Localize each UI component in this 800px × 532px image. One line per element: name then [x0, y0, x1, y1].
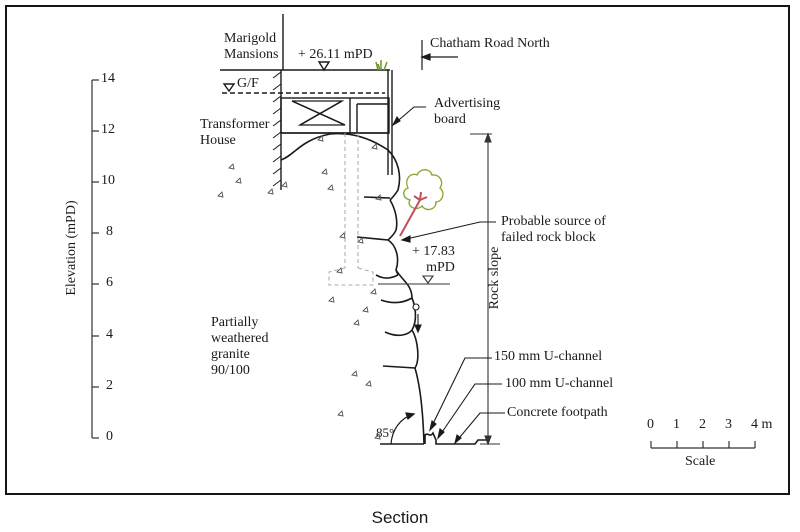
foundation-outline — [328, 133, 374, 286]
transformer-house — [272, 70, 393, 190]
level-marker-icon — [317, 61, 331, 72]
ground-surface — [220, 14, 390, 94]
tick-label: 6 — [106, 275, 113, 290]
channel-leaders — [429, 357, 505, 445]
mid-level — [378, 275, 450, 285]
tick-label: 8 — [106, 224, 113, 239]
source-leader — [400, 221, 496, 243]
tick-label: 12 — [101, 122, 115, 137]
grass-icon — [375, 60, 388, 71]
label-probable-source: Probable source of failed rock block — [501, 214, 606, 246]
label-granite: Partially weathered granite 90/100 — [211, 315, 269, 379]
rock-face — [280, 132, 490, 445]
road-arrow — [420, 40, 458, 70]
label-line: weathered — [211, 331, 269, 346]
scale-tick-label: 4 m — [751, 417, 773, 432]
label-line: mPD — [426, 260, 455, 275]
tick-label: 14 — [101, 71, 115, 86]
label-line: board — [434, 112, 466, 127]
elevation-axis-label: Elevation (mPD) — [64, 200, 79, 296]
label-line: House — [200, 133, 236, 148]
label-line: + 17.83 — [412, 244, 455, 259]
scale-tick-label: 2 — [699, 417, 706, 432]
advertising-leader — [391, 106, 426, 127]
label-line: Partially — [211, 315, 259, 330]
label-concrete-footpath: Concrete footpath — [507, 405, 608, 420]
label-line: Marigold — [224, 31, 277, 46]
label-line: Probable source of — [501, 214, 606, 229]
label-rock-slope: Rock slope — [487, 246, 502, 310]
scale-tick-label: 1 — [673, 417, 680, 432]
level-marker-icon — [222, 83, 236, 93]
label-transformer-house: Transformer House — [200, 117, 269, 149]
rock-slope-dimension — [470, 132, 500, 446]
label-advertising-board: Advertising board — [434, 96, 500, 128]
elevation-axis — [91, 79, 99, 439]
tree-icon — [399, 169, 444, 237]
label-mid-level: + 17.83 mPD — [412, 244, 455, 276]
label-u-channel-100: 100 mm U-channel — [505, 376, 614, 391]
tick-label: 10 — [101, 173, 115, 188]
granite-symbols — [217, 135, 382, 440]
tick-label: 2 — [106, 378, 113, 393]
label-u-channel-150: 150 mm U-channel — [494, 349, 603, 364]
label-line: Transformer — [200, 117, 270, 132]
figure-caption: Section — [371, 508, 429, 527]
label-angle: 85° — [376, 425, 395, 440]
label-line: Advertising — [434, 96, 501, 111]
label-line: Mansions — [224, 47, 279, 62]
tick-label: 4 — [106, 327, 113, 342]
tick-label: 0 — [106, 429, 113, 444]
label-top-level: + 26.11 mPD — [298, 47, 373, 62]
label-line: failed rock block — [501, 230, 596, 245]
label-marigold-mansions: Marigold Mansions — [224, 31, 278, 63]
level-marker-icon — [421, 275, 435, 284]
scale-label: Scale — [685, 454, 716, 469]
label-line: granite — [211, 347, 250, 362]
drip-arrow — [412, 303, 422, 334]
scale-bar — [650, 441, 756, 449]
scale-tick-label: 3 — [725, 417, 732, 432]
label-line: 90/100 — [211, 363, 250, 378]
drawing-frame — [5, 5, 790, 495]
scale-tick-label: 0 — [647, 417, 654, 432]
label-chatham-road: Chatham Road North — [430, 36, 550, 51]
angle-arc — [390, 412, 416, 445]
label-gf: G/F — [237, 76, 259, 91]
